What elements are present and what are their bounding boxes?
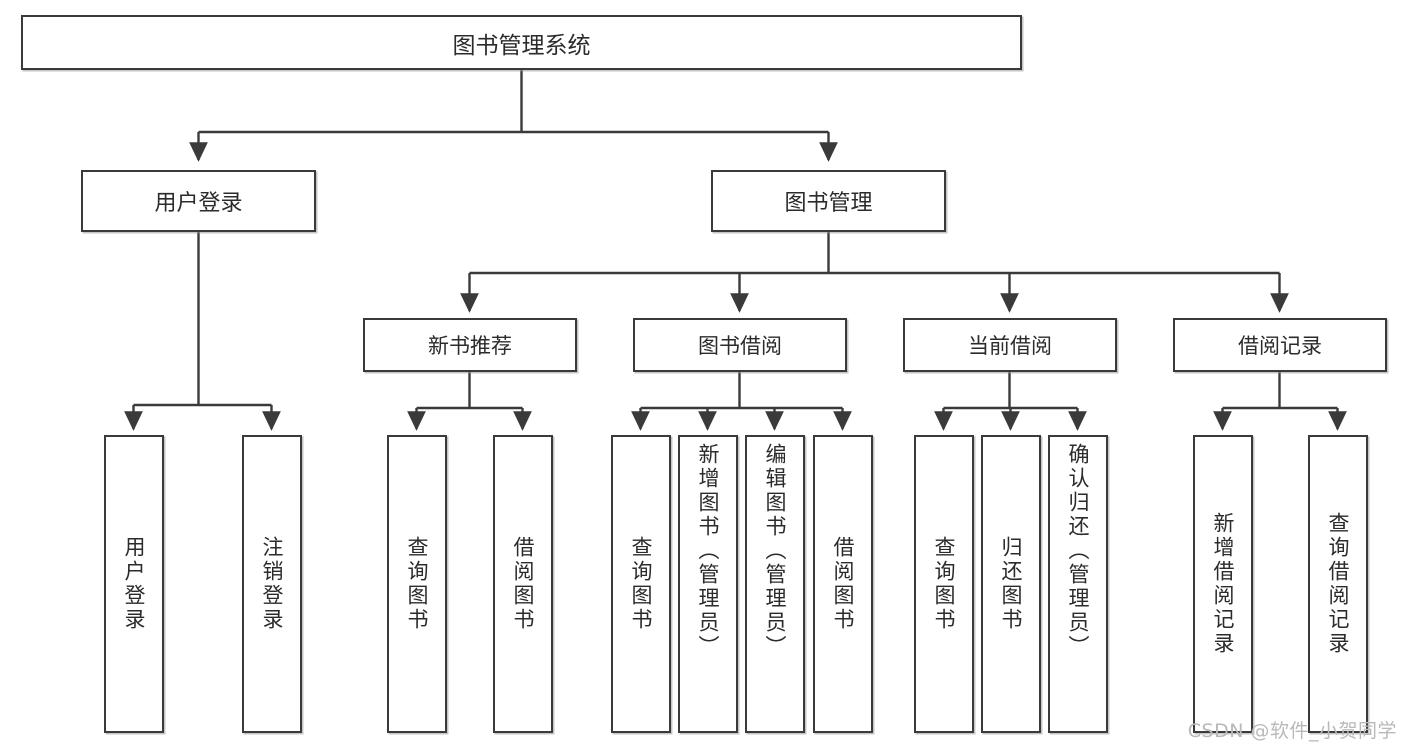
node-book-manage-label: 图书管理 (784, 191, 873, 216)
node-leaf-borrow-book-2[interactable]: 借阅图书 (813, 435, 873, 733)
node-leaf-user-login[interactable]: 用户登录 (104, 435, 164, 733)
node-book-borrow-label: 图书借阅 (698, 334, 782, 358)
node-leaf-confirm-return-label: 确认归还（管理员） (1066, 443, 1091, 659)
node-user-login[interactable]: 用户登录 (81, 170, 316, 232)
node-borrow-record-label: 借阅记录 (1238, 334, 1322, 358)
node-leaf-borrow-book-1-label: 借阅图书 (511, 536, 536, 632)
node-leaf-add-record-label: 新增借阅记录 (1211, 512, 1236, 656)
node-current-borrow-label: 当前借阅 (968, 334, 1052, 358)
node-leaf-logout-login[interactable]: 注销登录 (242, 435, 302, 733)
node-leaf-edit-book-label: 编辑图书（管理员） (763, 443, 788, 659)
node-leaf-add-book[interactable]: 新增图书（管理员） (678, 435, 738, 733)
node-leaf-return-book-label: 归还图书 (999, 536, 1024, 632)
node-leaf-query-record-label: 查询借阅记录 (1326, 512, 1351, 656)
node-book-borrow[interactable]: 图书借阅 (633, 318, 847, 372)
node-leaf-borrow-book-2-label: 借阅图书 (831, 536, 856, 632)
node-leaf-query-book-1[interactable]: 查询图书 (387, 435, 447, 733)
node-leaf-query-book-2-label: 查询图书 (629, 536, 654, 632)
node-leaf-query-book-1-label: 查询图书 (405, 536, 430, 632)
node-leaf-return-book[interactable]: 归还图书 (981, 435, 1041, 733)
node-leaf-query-record[interactable]: 查询借阅记录 (1308, 435, 1368, 733)
node-new-book-recommend[interactable]: 新书推荐 (363, 318, 577, 372)
node-leaf-query-book-2[interactable]: 查询图书 (611, 435, 671, 733)
node-book-manage[interactable]: 图书管理 (711, 170, 946, 232)
node-root-label: 图书管理系统 (452, 32, 591, 59)
node-leaf-add-record[interactable]: 新增借阅记录 (1193, 435, 1253, 733)
node-new-book-recommend-label: 新书推荐 (428, 334, 512, 358)
node-current-borrow[interactable]: 当前借阅 (903, 318, 1117, 372)
node-borrow-record[interactable]: 借阅记录 (1173, 318, 1387, 372)
node-leaf-query-book-3-label: 查询图书 (932, 536, 957, 632)
node-root[interactable]: 图书管理系统 (21, 15, 1022, 70)
node-leaf-confirm-return[interactable]: 确认归还（管理员） (1048, 435, 1108, 733)
node-leaf-edit-book[interactable]: 编辑图书（管理员） (745, 435, 805, 733)
node-user-login-label: 用户登录 (154, 191, 243, 216)
node-leaf-user-login-label: 用户登录 (122, 536, 147, 632)
watermark: CSDN @软件_小贺同学 (1187, 720, 1397, 742)
node-leaf-logout-login-label: 注销登录 (260, 536, 285, 632)
node-leaf-query-book-3[interactable]: 查询图书 (914, 435, 974, 733)
node-leaf-borrow-book-1[interactable]: 借阅图书 (493, 435, 553, 733)
node-leaf-add-book-label: 新增图书（管理员） (696, 443, 721, 659)
